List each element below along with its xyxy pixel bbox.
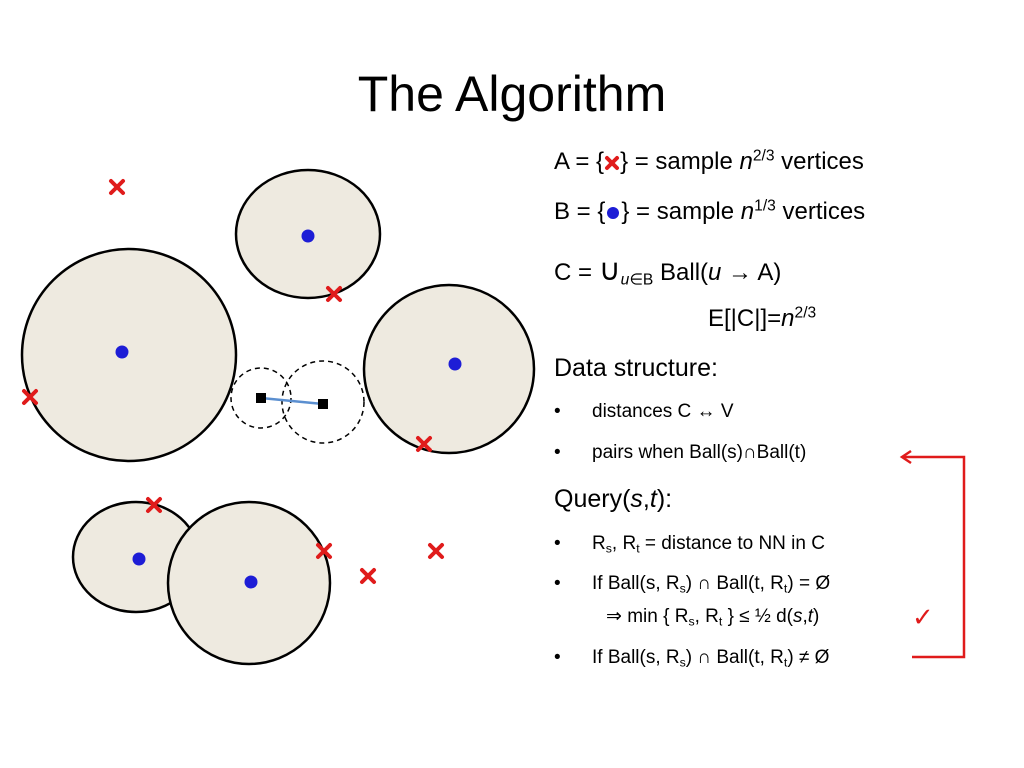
red-x-icon bbox=[428, 543, 444, 559]
definition-b-tail: vertices bbox=[775, 198, 866, 225]
bullet-text: R bbox=[592, 533, 606, 554]
bullet-dot: • bbox=[554, 442, 561, 463]
union-subscript-rest: ∈B bbox=[629, 271, 654, 289]
sample-marks bbox=[22, 179, 444, 584]
red-x-icon bbox=[416, 436, 432, 452]
definition-c-tail: → A) bbox=[721, 259, 782, 286]
expectation-line: E[|C|]=n2/3 bbox=[708, 304, 816, 334]
definition-b-suffix: } = sample bbox=[621, 198, 741, 225]
red-x-icon bbox=[605, 155, 620, 170]
expectation-prefix: E[|C|]= bbox=[708, 305, 782, 332]
bullet-text: ) ≠ Ø bbox=[787, 647, 830, 668]
center-dot bbox=[244, 575, 258, 589]
query-heading-comma: , bbox=[642, 485, 650, 513]
query-bullet-1: • Rs, Rt = distance to NN in C bbox=[554, 532, 825, 556]
definition-b-var: n bbox=[740, 198, 755, 225]
query-heading-prefix: Query( bbox=[554, 485, 631, 513]
bullet-text: = distance to NN in C bbox=[639, 533, 825, 554]
union-subscript-var: u bbox=[620, 271, 630, 289]
checkmark-icon: ✓ bbox=[912, 602, 934, 632]
query-implication: ⇒ min { Rs, Rt } ≤ ½ d(s,t) bbox=[606, 605, 819, 629]
query-segment bbox=[260, 396, 324, 406]
bullet-text: ) = Ø bbox=[787, 573, 831, 594]
query-bullet-3: • If Ball(s, Rs) ∩ Ball(t, Rt) ≠ Ø bbox=[554, 646, 829, 670]
implication-var-t: t bbox=[807, 606, 814, 627]
query-balls bbox=[230, 360, 365, 444]
center-dot bbox=[115, 345, 129, 359]
bullet-dot: • bbox=[554, 647, 561, 668]
balls bbox=[20, 168, 536, 666]
bullet-text: pairs when Ball(s)∩Ball(t) bbox=[592, 442, 807, 463]
data-structure-heading: Data structure: bbox=[554, 354, 718, 382]
subscript: s bbox=[688, 614, 695, 629]
definition-a-tail: vertices bbox=[774, 148, 864, 175]
subscript: s bbox=[679, 581, 686, 596]
center-dot bbox=[448, 357, 462, 371]
definition-c: C = ∪u∈B Ball(u → A) bbox=[554, 256, 781, 288]
subscript: t bbox=[783, 655, 788, 670]
bullet-text: If Ball(s, R bbox=[592, 647, 680, 668]
implication-text: , bbox=[802, 606, 808, 627]
expectation-exponent: 2/3 bbox=[794, 304, 817, 322]
query-heading: Query(s,t): bbox=[554, 484, 672, 514]
definition-c-prefix: C = bbox=[554, 259, 599, 286]
query-ball-s bbox=[230, 367, 292, 429]
bullet-dot: • bbox=[554, 401, 561, 422]
definition-b: B = { } = sample n1/3 vertices bbox=[554, 197, 865, 227]
implication-text: } ≤ ½ d( bbox=[722, 606, 793, 627]
red-x-icon bbox=[109, 179, 125, 195]
definition-a: A = { } = sample n2/3 vertices bbox=[554, 147, 864, 177]
expectation-var: n bbox=[781, 305, 795, 332]
definition-a-var: n bbox=[739, 148, 753, 175]
blue-dot-icon bbox=[607, 206, 620, 219]
bullet-text: distances C ↔ V bbox=[592, 401, 734, 422]
definition-a-prefix: A = { bbox=[554, 148, 605, 175]
bracket-arrow bbox=[899, 449, 966, 659]
data-structure-bullet: • pairs when Ball(s)∩Ball(t) bbox=[554, 441, 806, 465]
subscript: t bbox=[718, 614, 723, 629]
slide-title: The Algorithm bbox=[357, 66, 667, 122]
bullet-dot: • bbox=[554, 573, 561, 594]
subscript: s bbox=[679, 655, 686, 670]
center-dots bbox=[115, 229, 462, 589]
definition-c-var: u bbox=[708, 259, 722, 286]
implication-text: ⇒ min { R bbox=[606, 606, 689, 627]
bullet-text: ) ∩ Ball(t, R bbox=[685, 647, 784, 668]
red-x-icon bbox=[360, 568, 376, 584]
red-x-icon bbox=[316, 543, 332, 559]
implication-text: ) bbox=[813, 606, 820, 627]
subscript: t bbox=[636, 541, 640, 556]
bullet-text: , R bbox=[611, 533, 637, 554]
data-structure-bullet: • distances C ↔ V bbox=[554, 400, 734, 424]
union-symbol: ∪ bbox=[598, 254, 621, 287]
definition-c-rest: Ball( bbox=[653, 259, 709, 286]
definition-b-prefix: B = { bbox=[554, 198, 606, 225]
implication-text: , R bbox=[694, 606, 719, 627]
ball-right bbox=[362, 283, 536, 455]
subscript: t bbox=[783, 581, 788, 596]
implication-var-s: s bbox=[792, 606, 803, 627]
definition-b-exponent: 1/3 bbox=[754, 197, 776, 215]
definition-a-suffix: } = sample bbox=[620, 148, 740, 175]
bullet-dot: • bbox=[554, 533, 561, 554]
ball-left-large bbox=[20, 247, 238, 463]
query-endpoint-s bbox=[256, 393, 266, 403]
query-endpoint-t bbox=[318, 399, 328, 409]
definition-a-exponent: 2/3 bbox=[752, 147, 775, 165]
red-x-icon bbox=[326, 286, 342, 302]
query-heading-t: t bbox=[649, 485, 657, 513]
query-ball-t bbox=[281, 360, 365, 444]
query-heading-suffix: ): bbox=[656, 485, 673, 513]
bullet-text: ) ∩ Ball(t, R bbox=[685, 573, 784, 594]
query-bullet-2: • If Ball(s, Rs) ∩ Ball(t, Rt) = Ø bbox=[554, 572, 830, 596]
bullet-text: If Ball(s, R bbox=[592, 573, 680, 594]
center-dot bbox=[132, 552, 146, 566]
red-x-icon bbox=[146, 497, 162, 513]
red-x-icon bbox=[22, 389, 38, 405]
center-dot bbox=[301, 229, 315, 243]
query-heading-s: s bbox=[630, 485, 643, 513]
subscript: s bbox=[605, 541, 612, 556]
